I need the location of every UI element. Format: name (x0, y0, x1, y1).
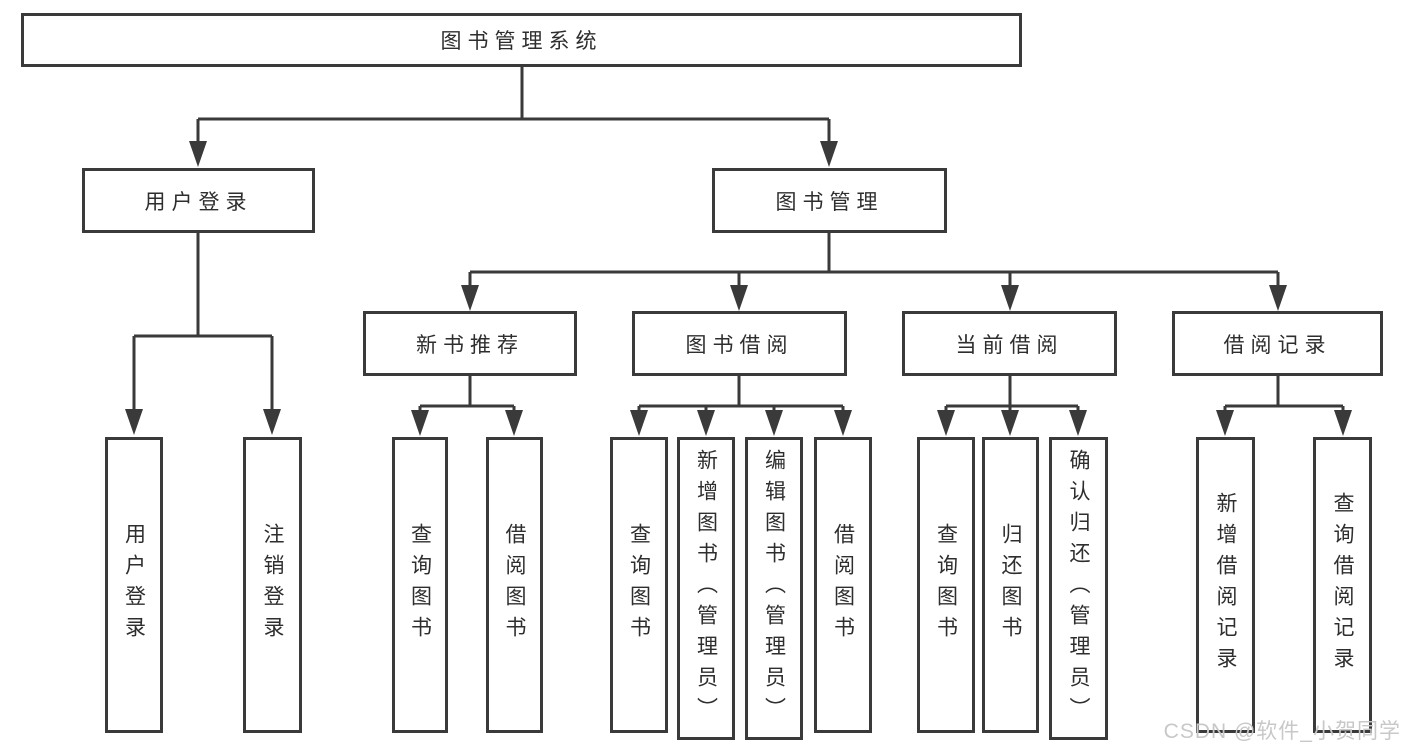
node-label: 查询借阅记录 (1331, 492, 1354, 678)
leaf-confirm-return-admin: 确认归还（管理员） (1049, 437, 1108, 740)
node-borrow-records: 借阅记录 (1172, 311, 1383, 376)
node-book-management: 图书管理 (712, 168, 947, 233)
node-label: 确认归还（管理员） (1067, 449, 1090, 728)
node-current-borrow: 当前借阅 (902, 311, 1117, 376)
node-label: 查询图书 (408, 523, 432, 647)
node-label: 借阅图书 (503, 523, 526, 647)
arrow-down-icon (697, 410, 715, 436)
arrow-down-icon (189, 141, 207, 167)
node-library-system: 图书管理系统 (21, 13, 1022, 67)
arrow-down-icon (1001, 285, 1019, 311)
node-label: 新增图书（管理员） (694, 449, 718, 728)
arrow-down-icon (630, 410, 648, 436)
node-label: 图书管理 (775, 190, 884, 214)
arrow-down-icon (765, 410, 783, 436)
leaf-borrow-books-recommend: 借阅图书 (486, 437, 543, 733)
node-label: 查询图书 (627, 523, 651, 647)
leaf-add-book-admin: 新增图书（管理员） (677, 437, 735, 740)
arrow-down-icon (461, 285, 479, 311)
node-label: 图书借阅 (685, 333, 794, 357)
arrow-down-icon (820, 141, 838, 167)
node-book-borrow: 图书借阅 (632, 311, 847, 376)
node-label: 借阅图书 (831, 523, 855, 647)
leaf-borrow-books: 借阅图书 (814, 437, 872, 733)
node-label: 图书管理系统 (440, 30, 603, 53)
csdn-watermark: CSDN @软件_小贺同学 (1163, 720, 1401, 743)
node-label: 新书推荐 (416, 333, 524, 357)
node-label: 借阅记录 (1223, 333, 1332, 357)
arrow-down-icon (937, 410, 955, 436)
node-label: 查询图书 (934, 523, 958, 647)
node-label: 归还图书 (999, 523, 1022, 647)
leaf-query-books-borrow: 查询图书 (610, 437, 668, 733)
node-label: 用户登录 (144, 190, 253, 214)
node-label: 用户登录 (122, 523, 146, 647)
leaf-edit-book-admin: 编辑图书（管理员） (745, 437, 803, 740)
arrow-down-icon (1069, 410, 1087, 436)
leaf-add-borrow-record: 新增借阅记录 (1196, 437, 1255, 733)
node-user-login: 用户登录 (82, 168, 315, 233)
arrow-down-icon (1269, 285, 1287, 311)
node-label: 新增借阅记录 (1214, 492, 1237, 678)
leaf-query-books-recommend: 查询图书 (392, 437, 448, 733)
arrow-down-icon (1334, 410, 1352, 436)
node-new-book-recommend: 新书推荐 (363, 311, 577, 376)
node-label: 注销登录 (261, 523, 284, 647)
leaf-logout: 注销登录 (243, 437, 302, 733)
arrow-down-icon (263, 409, 281, 435)
leaf-query-books-current: 查询图书 (917, 437, 975, 733)
leaf-return-book: 归还图书 (982, 437, 1039, 733)
arrow-down-icon (730, 285, 748, 311)
arrow-down-icon (834, 410, 852, 436)
leaf-query-borrow-record: 查询借阅记录 (1313, 437, 1372, 733)
arrow-down-icon (125, 409, 143, 435)
leaf-user-login: 用户登录 (105, 437, 163, 733)
arrow-down-icon (505, 410, 523, 436)
node-label: 编辑图书（管理员） (762, 449, 786, 728)
arrow-down-icon (1001, 410, 1019, 436)
arrow-down-icon (1216, 410, 1234, 436)
node-label: 当前借阅 (955, 333, 1064, 357)
arrow-down-icon (411, 410, 429, 436)
